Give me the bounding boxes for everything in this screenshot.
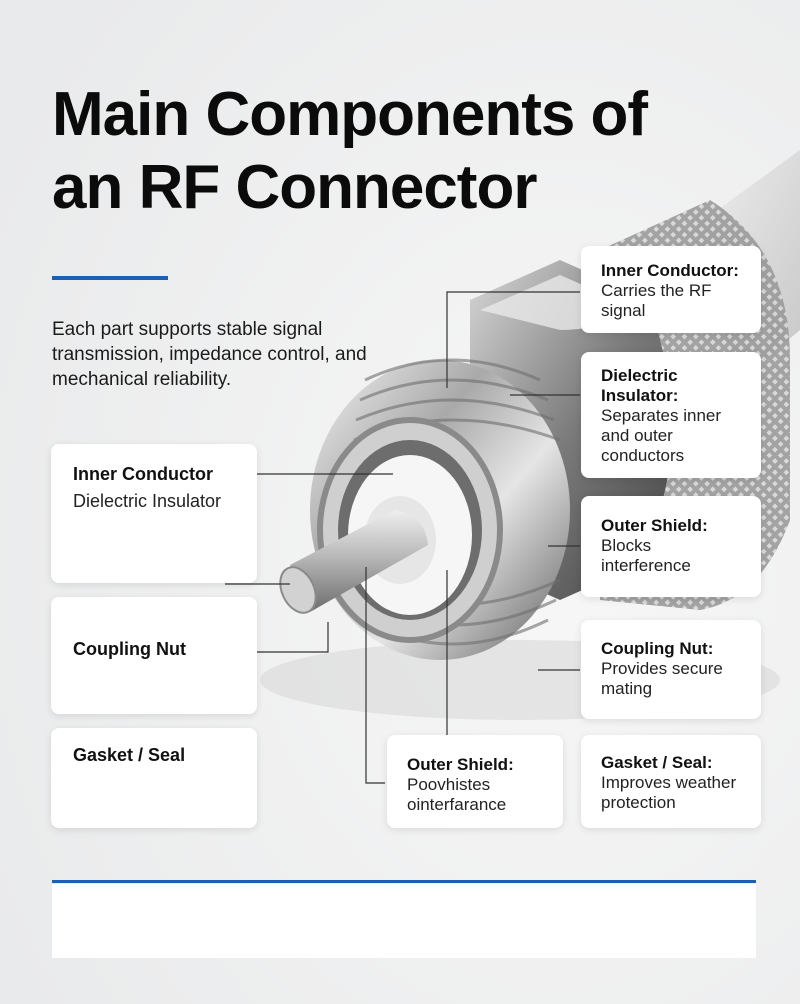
left-card-title: Inner Conductor bbox=[73, 464, 213, 484]
right-card-desc: Provides secure mating bbox=[601, 659, 723, 698]
left-card-title: Coupling Nut bbox=[73, 639, 186, 659]
right-card-gasket-seal: Gasket / Seal: Improves weather protecti… bbox=[581, 735, 761, 828]
right-card-desc: Separates inner and outer conductors bbox=[601, 406, 722, 465]
right-card-coupling-nut: Coupling Nut: Provides secure mating bbox=[581, 620, 761, 719]
center-card-title: Outer Shield: bbox=[407, 755, 514, 774]
title-line-2: an RF Connector bbox=[52, 153, 537, 222]
right-card-outer-shield: Outer Shield: Blocks interference bbox=[581, 496, 761, 597]
right-card-desc: Carries the RF signal bbox=[601, 281, 712, 320]
title-accent-line bbox=[52, 276, 168, 280]
left-card-inner-conductor: Inner Conductor Dielectric Insulator bbox=[51, 444, 257, 583]
center-card-desc-line1: Poovhistes bbox=[407, 775, 491, 794]
left-card-desc: Dielectric Insulator bbox=[73, 491, 222, 511]
bottom-divider bbox=[52, 880, 756, 883]
center-card-desc-line2: ointerfarance bbox=[407, 795, 507, 814]
right-card-title: Outer Shield: bbox=[601, 516, 708, 535]
right-card-title: Inner Conductor: bbox=[601, 261, 739, 280]
right-card-desc: Blocks interference bbox=[601, 536, 691, 575]
left-card-coupling-nut: Coupling Nut bbox=[51, 597, 257, 714]
left-card-gasket-seal: Gasket / Seal bbox=[51, 728, 257, 828]
intro-text: Each part supports stable signal transmi… bbox=[52, 319, 367, 390]
page-title: Main Components of an RF Connector bbox=[52, 78, 692, 224]
center-card-outer-shield: Outer Shield: Poovhistes ointerfarance bbox=[387, 735, 563, 828]
right-card-title: Coupling Nut: bbox=[601, 639, 714, 658]
bottom-panel bbox=[52, 884, 756, 958]
right-card-desc: Improves weather protection bbox=[601, 773, 737, 812]
right-card-title: Dielectric Insulator: bbox=[601, 366, 679, 405]
right-card-inner-conductor: Inner Conductor: Carries the RF signal bbox=[581, 246, 761, 333]
left-card-title: Gasket / Seal bbox=[73, 745, 186, 765]
right-card-title: Gasket / Seal: bbox=[601, 753, 713, 772]
title-line-1: Main Components of bbox=[52, 80, 648, 149]
right-card-dielectric-insulator: Dielectric Insulator: Separates inner an… bbox=[581, 352, 761, 478]
